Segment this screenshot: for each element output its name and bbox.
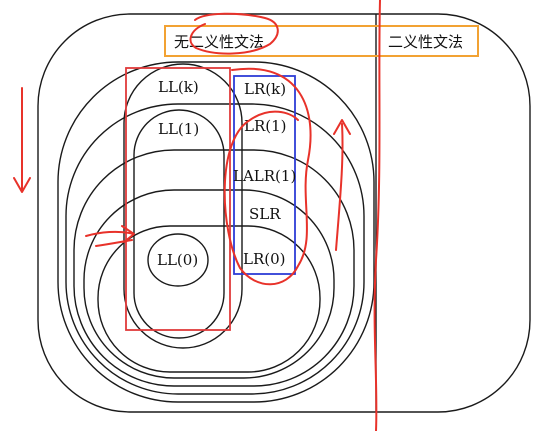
annotation-up-arrow — [333, 119, 351, 251]
ring-ll-0 — [147, 233, 209, 287]
annotation-left-arrow — [13, 87, 31, 193]
label-ambiguous-free: 无二义性文法 — [174, 33, 264, 51]
lr-family-box — [233, 75, 296, 275]
label-ambiguous: 二义性文法 — [388, 33, 463, 51]
header-box — [164, 25, 479, 57]
annotation-divider-line — [373, 0, 381, 432]
ring-lr-1 — [65, 103, 365, 395]
ring-lr-0 — [97, 225, 321, 373]
label-ll-0: LL(0) — [157, 251, 198, 269]
label-lr-k: LR(k) — [244, 80, 286, 98]
annotation-header-circle — [189, 12, 279, 55]
outer-grammar-region — [37, 13, 531, 413]
ring-slr — [83, 189, 335, 379]
label-ll-k: LL(k) — [158, 78, 199, 96]
label-lr-1: LR(1) — [244, 117, 287, 135]
annotation-inner-arrow — [85, 225, 135, 247]
ring-lalr-1 — [73, 149, 355, 387]
label-slr: SLR — [249, 205, 281, 223]
annotation-lr-loop — [223, 67, 312, 286]
ring-ll-1 — [133, 109, 225, 339]
label-lalr-1: LALR(1) — [233, 167, 296, 185]
label-lr-0: LR(0) — [243, 250, 286, 268]
label-ll-1: LL(1) — [158, 120, 199, 138]
hand-annotations — [13, 0, 381, 432]
ring-ll-k — [123, 63, 243, 349]
ring-lr-k — [57, 61, 375, 403]
ll-family-box — [125, 67, 231, 331]
